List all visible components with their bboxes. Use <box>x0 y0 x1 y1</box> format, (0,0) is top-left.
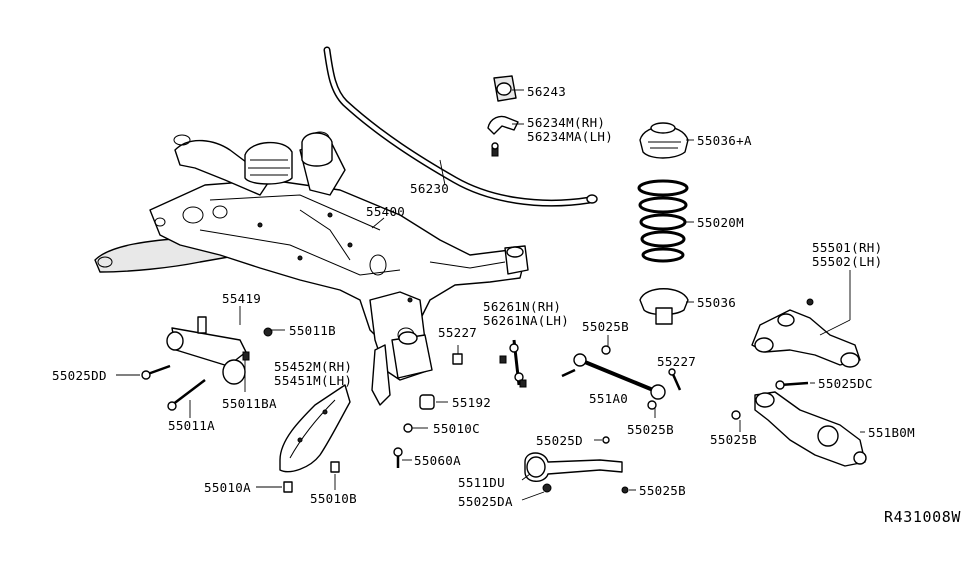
bound-stopper[interactable] <box>419 394 435 410</box>
label-55011b: 55011B <box>289 323 336 338</box>
stabilizer-bushing[interactable] <box>493 75 517 102</box>
label-55010a: 55010A <box>204 480 251 495</box>
bolt-55025dd[interactable] <box>141 364 171 380</box>
stabilizer-clamp[interactable] <box>487 115 519 157</box>
label-55025b-top: 55025B <box>582 319 629 334</box>
bolt-55011a[interactable] <box>167 379 206 411</box>
label-56243: 56243 <box>527 84 566 99</box>
bolt-55010c[interactable] <box>403 423 413 433</box>
frame-spring-seat <box>244 132 333 185</box>
label-55060a: 55060A <box>414 453 461 468</box>
label-5511du: 5511DU <box>458 475 505 490</box>
label-55227-right: 55227 <box>657 354 696 369</box>
stabilizer-bar[interactable] <box>323 46 598 207</box>
label-56234ma: 56234MA(LH) <box>527 129 613 144</box>
coil-spring[interactable] <box>637 179 689 263</box>
label-55227-center: 55227 <box>438 325 477 340</box>
label-55502: 55502(LH) <box>812 254 882 269</box>
label-56230: 56230 <box>410 181 449 196</box>
label-55025b-mid: 55025B <box>627 422 674 437</box>
bolt-55025dc[interactable] <box>775 380 809 390</box>
upper-arm[interactable] <box>751 298 861 368</box>
reference-code: R431008W <box>884 508 961 526</box>
label-55025dc: 55025DC <box>818 376 873 391</box>
label-55025b-right: 55025B <box>710 432 757 447</box>
label-551b0m: 551B0M <box>868 425 915 440</box>
label-55010c: 55010C <box>433 421 480 436</box>
label-56261n: 56261N(RH) <box>483 299 561 314</box>
splash-guard[interactable] <box>279 384 351 473</box>
nut-55011b[interactable] <box>263 327 273 337</box>
lower-arm[interactable] <box>731 391 867 467</box>
label-55025b-bottom: 55025B <box>639 483 686 498</box>
label-55020m: 55020M <box>697 215 744 230</box>
label-55452m: 55452M(RH) <box>274 359 352 374</box>
radius-rod[interactable] <box>524 436 629 494</box>
label-56261na: 56261NA(LH) <box>483 313 569 328</box>
nut-55227-right[interactable] <box>668 368 682 391</box>
upper-link[interactable] <box>166 316 247 385</box>
frame-lower-mount <box>391 331 433 379</box>
nut-55011ba[interactable] <box>242 351 250 361</box>
label-55025dd: 55025DD <box>52 368 107 383</box>
label-55011ba: 55011BA <box>222 396 277 411</box>
label-55011a: 55011A <box>168 418 215 433</box>
label-55036a: 55036+A <box>697 133 752 148</box>
label-551a0: 551A0 <box>589 391 628 406</box>
label-55010b: 55010B <box>310 491 357 506</box>
upper-spring-seat[interactable] <box>639 122 689 159</box>
bolt-55010b[interactable] <box>330 461 340 473</box>
lower-spring-seat[interactable] <box>639 288 689 325</box>
label-55192: 55192 <box>452 395 491 410</box>
stabilizer-connecting-rod[interactable] <box>499 339 527 388</box>
bolt-55010a[interactable] <box>283 481 293 493</box>
nut-55227-center[interactable] <box>452 353 463 365</box>
label-55400: 55400 <box>366 204 405 219</box>
leader-lines <box>116 89 865 501</box>
label-55036: 55036 <box>697 295 736 310</box>
part-labels: 56243 56234M(RH) 56234MA(LH) 55036+A 562… <box>52 84 915 509</box>
label-55451m: 55451M(LH) <box>274 373 352 388</box>
bolt-55060a[interactable] <box>393 447 403 468</box>
label-55025d: 55025D <box>536 433 583 448</box>
lateral-link-551a0[interactable] <box>561 345 666 410</box>
label-55419: 55419 <box>222 291 261 306</box>
label-55025da: 55025DA <box>458 494 513 509</box>
label-56234m: 56234M(RH) <box>527 115 605 130</box>
rear-subframe[interactable] <box>94 131 529 406</box>
label-55501: 55501(RH) <box>812 240 882 255</box>
